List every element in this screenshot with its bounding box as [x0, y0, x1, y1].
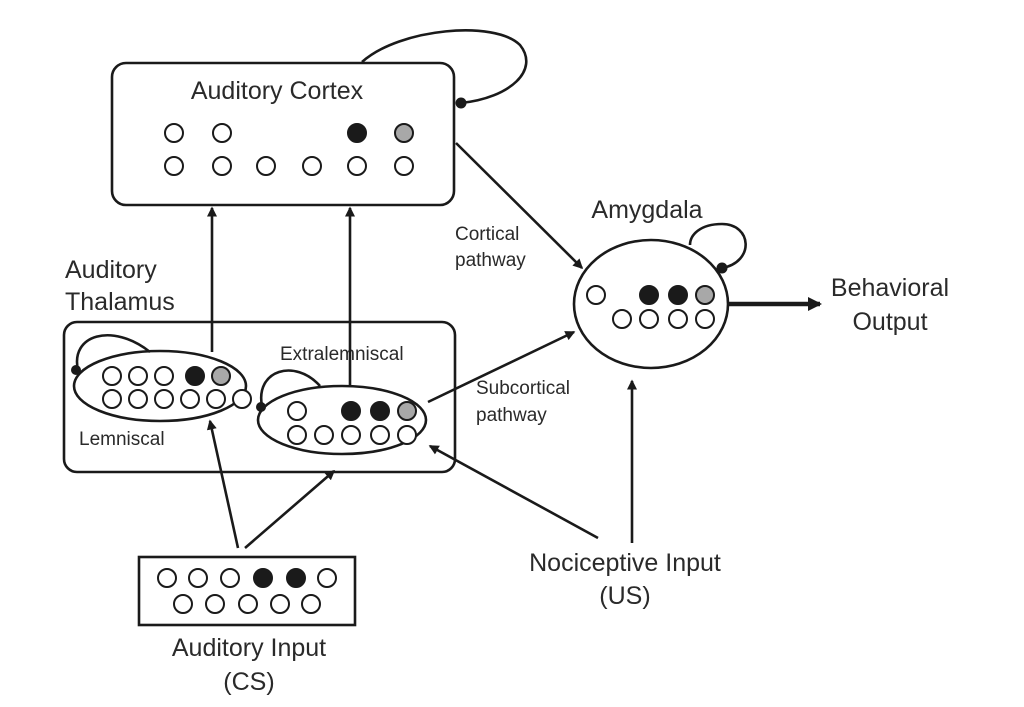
neuron-inactive — [238, 594, 258, 614]
neuron-inactive — [102, 366, 122, 386]
neuron-inactive — [128, 366, 148, 386]
neuron-inactive — [317, 568, 337, 588]
neuron-inactive — [206, 389, 226, 409]
neuron-inactive — [301, 594, 321, 614]
amygdala-feedback-loop — [688, 222, 747, 270]
extralemniscal-neurons — [287, 401, 417, 445]
extralemniscal-feedback-loop — [259, 369, 321, 407]
neuron-inactive — [205, 594, 225, 614]
neuron-active — [185, 366, 205, 386]
neuron-active — [668, 285, 688, 305]
neuron-inactive — [612, 309, 632, 329]
neuron-inactive — [341, 425, 361, 445]
subcortical-pathway-label-line1: Subcortical — [476, 378, 570, 399]
neuron-inactive — [668, 309, 688, 329]
amygdala-ellipse — [572, 238, 730, 370]
neuron-inactive — [220, 568, 240, 588]
behavioral-output-label-line2: Output — [852, 308, 927, 336]
neuron-partial — [695, 285, 715, 305]
auditory-cortex-label: Auditory Cortex — [191, 77, 364, 105]
auditory-thalamus-box — [62, 320, 457, 474]
neuron-inactive — [212, 123, 232, 143]
neuron-active — [341, 401, 361, 421]
neuron-inactive — [370, 425, 390, 445]
amygdala-label: Amygdala — [591, 196, 702, 224]
nociceptive-input-label-line2: (US) — [599, 582, 650, 610]
neuron-inactive — [287, 401, 307, 421]
neuron-inactive — [128, 389, 148, 409]
lemniscal-label: Lemniscal — [79, 429, 165, 450]
neuron-inactive — [394, 156, 414, 176]
neuron-active — [347, 123, 367, 143]
subcortical-pathway-label-line2: pathway — [476, 405, 547, 426]
neuron-inactive — [639, 309, 659, 329]
extralemniscal-ellipse — [256, 384, 428, 456]
auditory-thalamus-label-line2: Thalamus — [65, 288, 175, 316]
behavioral-output-label-line1: Behavioral — [831, 274, 949, 302]
auditory-input-label-line1: Auditory Input — [172, 634, 326, 662]
neuron-inactive — [188, 568, 208, 588]
lemniscal-feedback-loop — [75, 334, 151, 371]
auditory-cortex-feedback-loop — [361, 29, 528, 105]
neuron-inactive — [212, 156, 232, 176]
nociceptive-input-label-line1: Nociceptive Input — [529, 549, 721, 577]
neuron-inactive — [586, 285, 606, 305]
auditory-input-box — [137, 555, 357, 627]
arrow-nociceptive-to-extralemniscal — [428, 444, 599, 540]
cortical-pathway-label-line1: Cortical — [455, 224, 519, 245]
neuron-inactive — [164, 123, 184, 143]
neuron-active — [639, 285, 659, 305]
neuron-inactive — [154, 389, 174, 409]
neuron-partial — [397, 401, 417, 421]
auditory-cortex-neurons — [164, 123, 414, 176]
neuron-inactive — [256, 156, 276, 176]
lemniscal-neurons — [102, 366, 252, 409]
neuron-inactive — [302, 156, 322, 176]
neuron-inactive — [232, 389, 252, 409]
neuron-inactive — [154, 366, 174, 386]
extralemniscal-label: Extralemniscal — [280, 344, 404, 365]
neuron-inactive — [164, 156, 184, 176]
cortical-pathway-label-line2: pathway — [455, 250, 526, 271]
neuron-inactive — [695, 309, 715, 329]
neuron-inactive — [314, 425, 334, 445]
neuron-inactive — [270, 594, 290, 614]
neuron-inactive — [102, 389, 122, 409]
neuron-inactive — [157, 568, 177, 588]
neuron-inactive — [180, 389, 200, 409]
auditory-input-label-line2: (CS) — [223, 668, 274, 696]
arrow-extralemniscal-to-amygdala — [427, 330, 576, 404]
amygdala-loop-terminal — [716, 262, 728, 274]
neuron-inactive — [397, 425, 417, 445]
neuron-active — [253, 568, 273, 588]
neuron-inactive — [173, 594, 193, 614]
neuron-inactive — [347, 156, 367, 176]
lemniscal-loop-terminal — [71, 365, 81, 375]
amygdala-neurons — [586, 285, 715, 329]
auditory-input-neurons — [157, 568, 337, 614]
lemniscal-ellipse — [72, 349, 248, 423]
extralemniscal-loop-terminal — [256, 402, 266, 412]
neuron-partial — [394, 123, 414, 143]
arrow-input-to-extralemniscal — [244, 470, 336, 549]
neuron-active — [370, 401, 390, 421]
auditory-thalamus-label-line1: Auditory — [65, 256, 157, 284]
neuron-inactive — [287, 425, 307, 445]
arrow-input-to-lemniscal — [206, 419, 240, 549]
auditory-cortex-box — [110, 61, 456, 207]
arrow-cortex-to-amygdala — [455, 142, 584, 270]
neuron-partial — [211, 366, 231, 386]
neuron-active — [286, 568, 306, 588]
auditory-cortex-loop-terminal — [455, 97, 467, 109]
